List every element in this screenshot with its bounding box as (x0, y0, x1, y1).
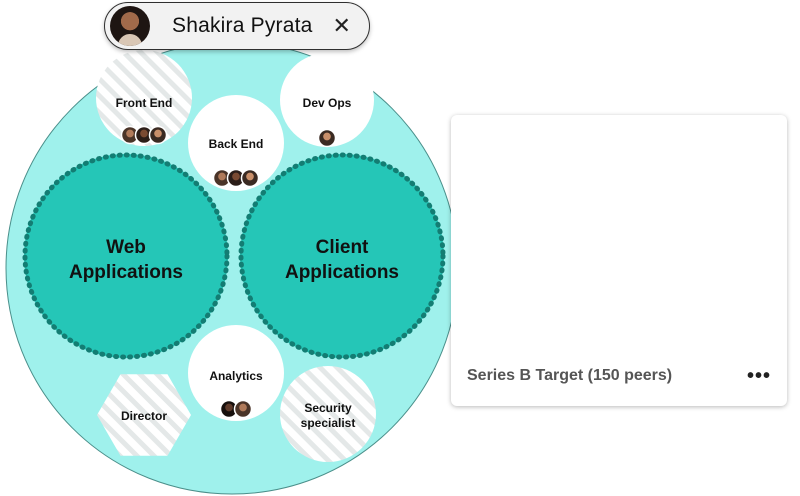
role-node-director[interactable]: Director (97, 374, 191, 456)
member-avatar (240, 168, 260, 188)
role-label-analytics-line: Analytics (209, 369, 263, 383)
role-label-dev-ops: Dev Ops (303, 96, 352, 110)
group-label-web-line: Applications (69, 262, 183, 283)
role-shape-back-end[interactable] (188, 95, 284, 191)
role-label-security-specialist-line: Security (304, 401, 352, 415)
group-circle-client[interactable] (240, 154, 444, 358)
group-dotted-border (238, 152, 446, 360)
member-avatar (317, 128, 337, 148)
avatar-face (246, 172, 254, 181)
avatar-face (239, 403, 247, 412)
avatar-face (225, 403, 233, 412)
role-node-back-end[interactable]: Back End (188, 95, 284, 191)
role-label-dev-ops-line: Dev Ops (303, 96, 352, 110)
role-shape-front-end[interactable] (96, 50, 192, 146)
role-shape-security-specialist[interactable] (280, 366, 376, 462)
role-label-front-end: Front End (116, 96, 173, 110)
group-dotted-border (22, 152, 230, 360)
avatar-face (140, 129, 148, 138)
member-avatar (233, 399, 253, 419)
role-label-director-line: Director (121, 409, 167, 423)
role-label-analytics: Analytics (209, 369, 263, 383)
avatar-face (154, 129, 162, 138)
role-shape-director[interactable] (97, 374, 191, 456)
role-label-back-end-line: Back End (209, 137, 264, 151)
member-avatar (134, 125, 154, 145)
person-avatar (110, 6, 150, 46)
card-title: Series B Target (150 peers) (467, 367, 673, 384)
role-label-back-end: Back End (209, 137, 264, 151)
role-node-front-end[interactable]: Front End (96, 50, 192, 146)
more-horizontal-icon[interactable]: ••• (746, 364, 771, 387)
role-label-director: Director (121, 409, 167, 423)
role-shape-dev-ops[interactable] (280, 53, 374, 147)
card-footer: Series B Target (150 peers) ••• (467, 361, 771, 391)
role-label-front-end-line: Front End (116, 96, 173, 110)
role-shape-analytics[interactable] (188, 325, 284, 421)
avatar-face (218, 172, 226, 181)
preview-card[interactable]: Series B Target (150 peers) ••• (451, 115, 787, 406)
close-icon[interactable]: ✕ (332, 13, 351, 38)
avatar-face (126, 129, 134, 138)
role-node-dev-ops[interactable]: Dev Ops (280, 53, 374, 148)
group-label-client-line: Client (316, 237, 369, 258)
selected-person-chip[interactable]: Shakira Pyrata ✕ (104, 2, 370, 50)
role-label-security-specialist-line: specialist (301, 416, 356, 430)
role-node-analytics[interactable]: Analytics (188, 325, 284, 421)
group-circle-web[interactable] (24, 154, 228, 358)
avatar-face (232, 172, 240, 181)
group-label-client-line: Applications (285, 262, 399, 283)
member-avatar (120, 125, 140, 145)
member-avatar (148, 125, 168, 145)
person-name: Shakira Pyrata (172, 14, 313, 37)
group-label-web-line: Web (106, 237, 146, 258)
avatar-face (323, 132, 331, 141)
